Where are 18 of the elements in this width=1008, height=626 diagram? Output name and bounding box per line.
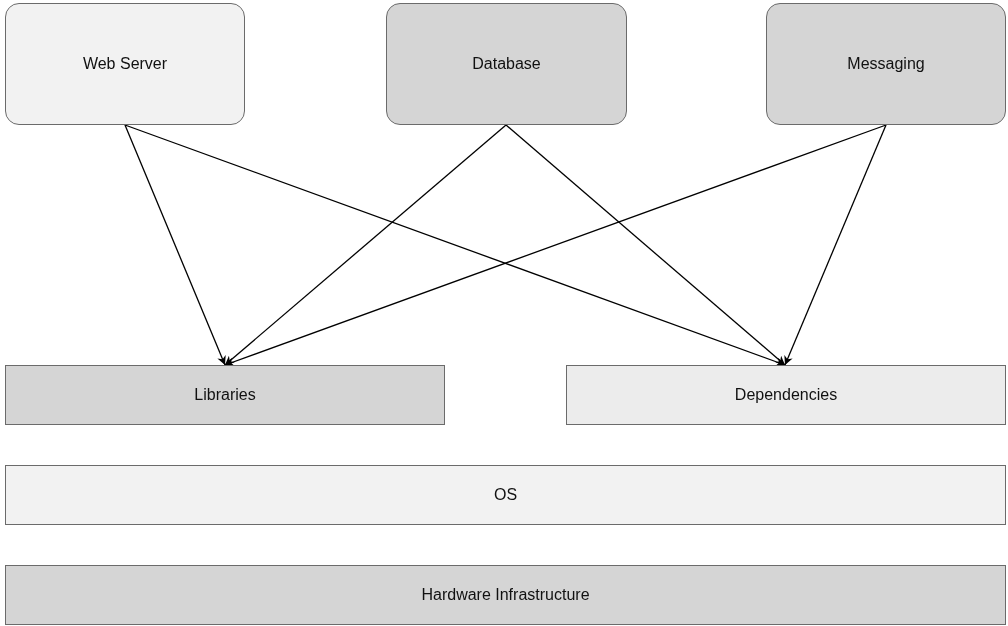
arrow xyxy=(784,124,887,366)
service-box xyxy=(5,3,245,125)
arrow xyxy=(224,124,507,366)
service-box xyxy=(766,3,1006,125)
arrow xyxy=(505,124,786,366)
layer-box xyxy=(566,365,1006,425)
node-label: OS xyxy=(493,486,518,504)
layer-box xyxy=(5,365,445,425)
arrow xyxy=(124,124,226,366)
node-label: Database xyxy=(472,55,541,73)
node-label: Libraries xyxy=(194,386,256,404)
node-label: Web Server xyxy=(82,55,168,73)
node-label: Hardware Infrastructure xyxy=(421,586,590,604)
layer-bar xyxy=(5,465,1006,525)
node-label: Dependencies xyxy=(734,386,838,404)
layer-bar xyxy=(5,565,1006,625)
service-box xyxy=(386,3,627,125)
node-label: Messaging xyxy=(847,55,925,73)
